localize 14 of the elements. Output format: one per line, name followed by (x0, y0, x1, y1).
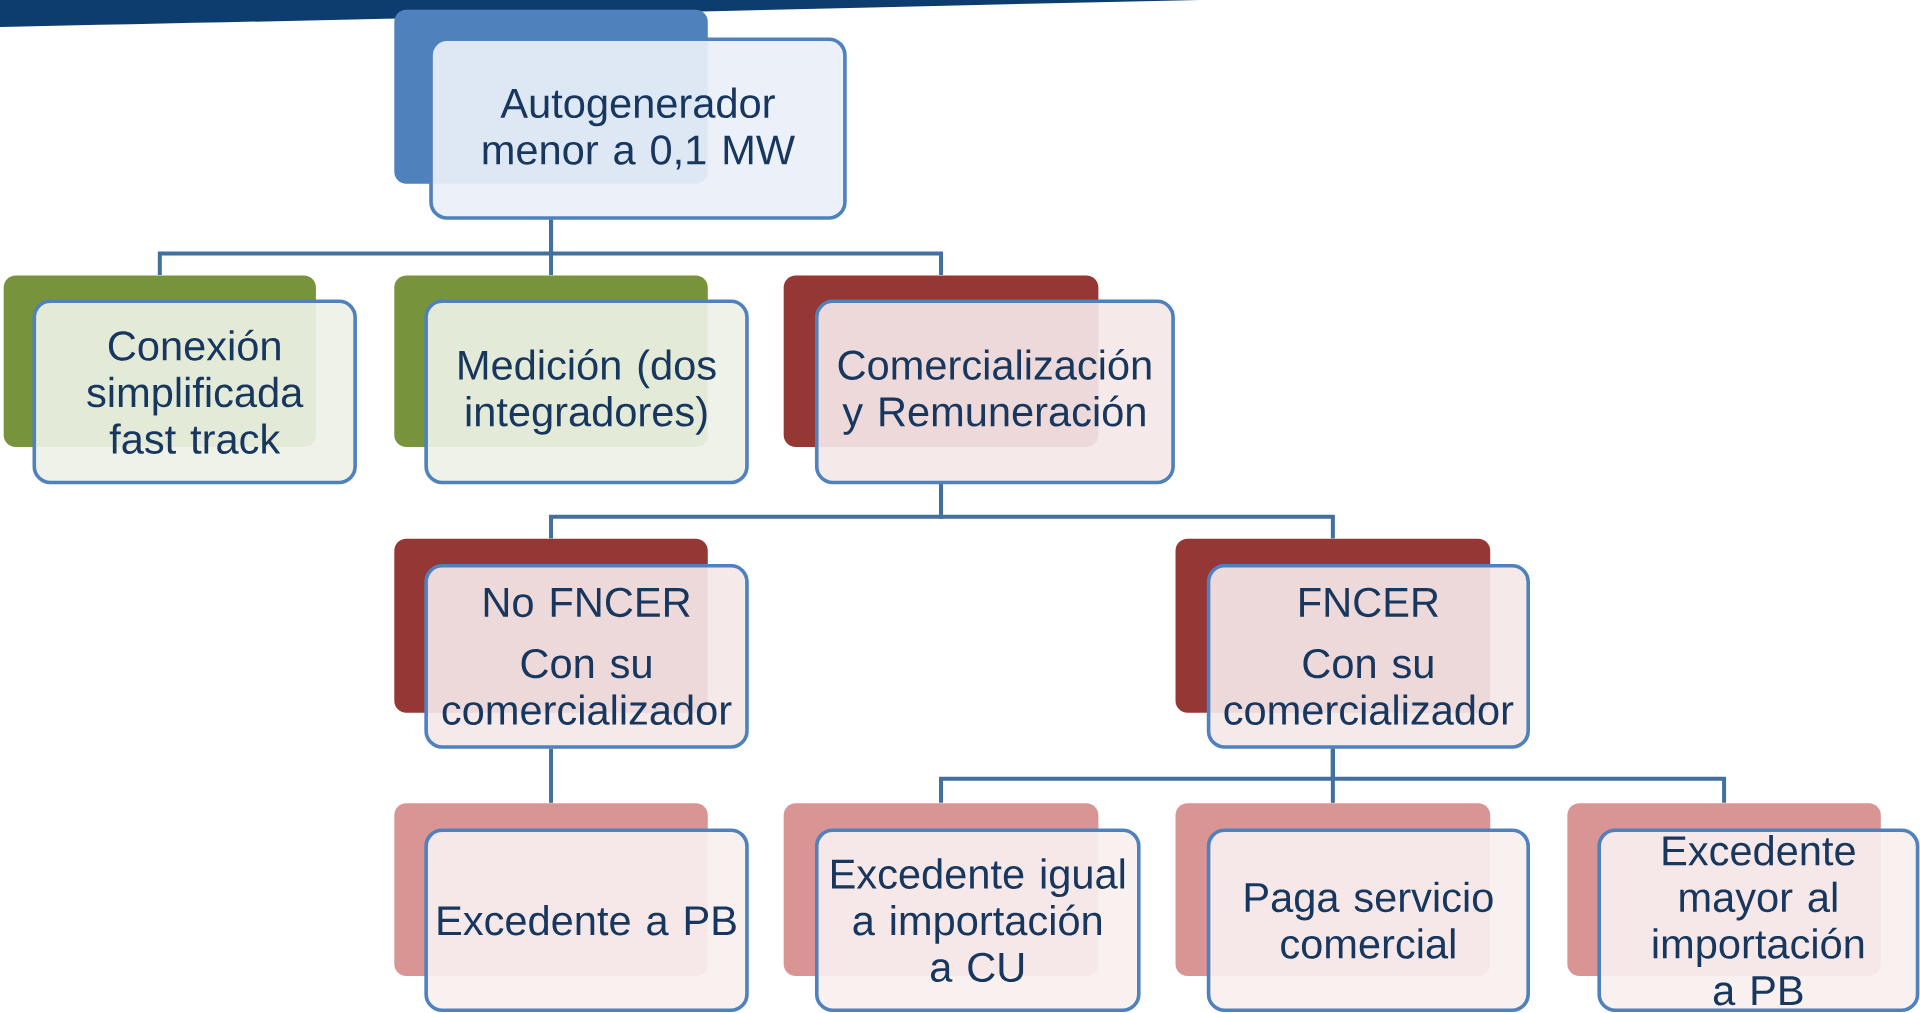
process-box: FNCER Con su comercializador (1175, 538, 1530, 749)
connector-line (549, 748, 554, 804)
process-box: Excedente igual a importación a CU (783, 803, 1141, 1013)
process-box: Excedente a PB (394, 803, 749, 1013)
process-box: Paga servicio comercial (1175, 803, 1530, 1013)
connector-line (1330, 748, 1727, 804)
process-box: No FNCER Con su comercializador (394, 538, 749, 749)
process-box: Medición (dos integradores) (394, 275, 749, 485)
connector-line (549, 219, 944, 276)
process-box: Conexión simplificada fast track (3, 275, 357, 485)
process-box: Comercialización y Remuneración (783, 275, 1175, 485)
process-box: Excedente mayor al importación a PB (1567, 803, 1920, 1013)
process-box: Autogenerador menor a 0,1 MW (394, 9, 847, 220)
connector-line (939, 484, 1335, 539)
